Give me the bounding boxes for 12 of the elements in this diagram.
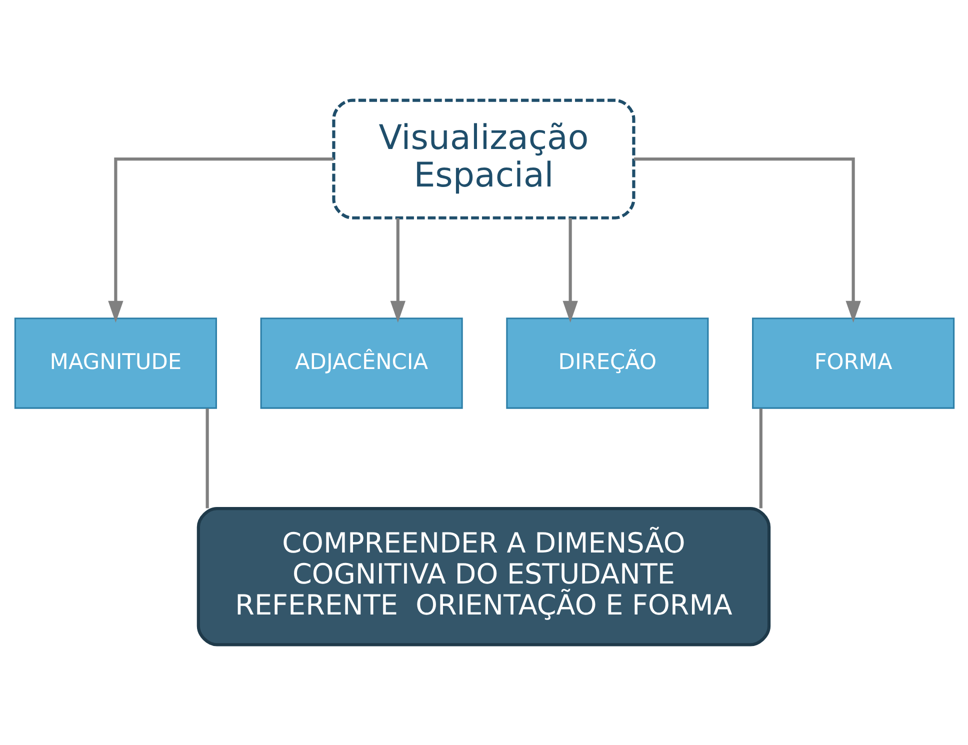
node-box: Visualização Espacial — [332, 98, 635, 220]
arrow — [390, 218, 405, 323]
node-box: MAGNITUDE — [14, 318, 216, 409]
arrow — [634, 158, 860, 323]
connector — [205, 408, 208, 508]
node-box: FORMA — [752, 318, 954, 409]
arrow — [562, 218, 578, 323]
connector — [758, 408, 762, 508]
node-box: COMPREENDER A DIMENSÃO COGNITIVA DO ESTUDANTE REFERENTE ORIENTAÇÃO E FORMA — [196, 507, 770, 646]
node-box: DIREÇÃO — [506, 318, 708, 409]
node-box: ADJACÊNCIA — [260, 318, 462, 409]
arrow — [108, 158, 333, 323]
